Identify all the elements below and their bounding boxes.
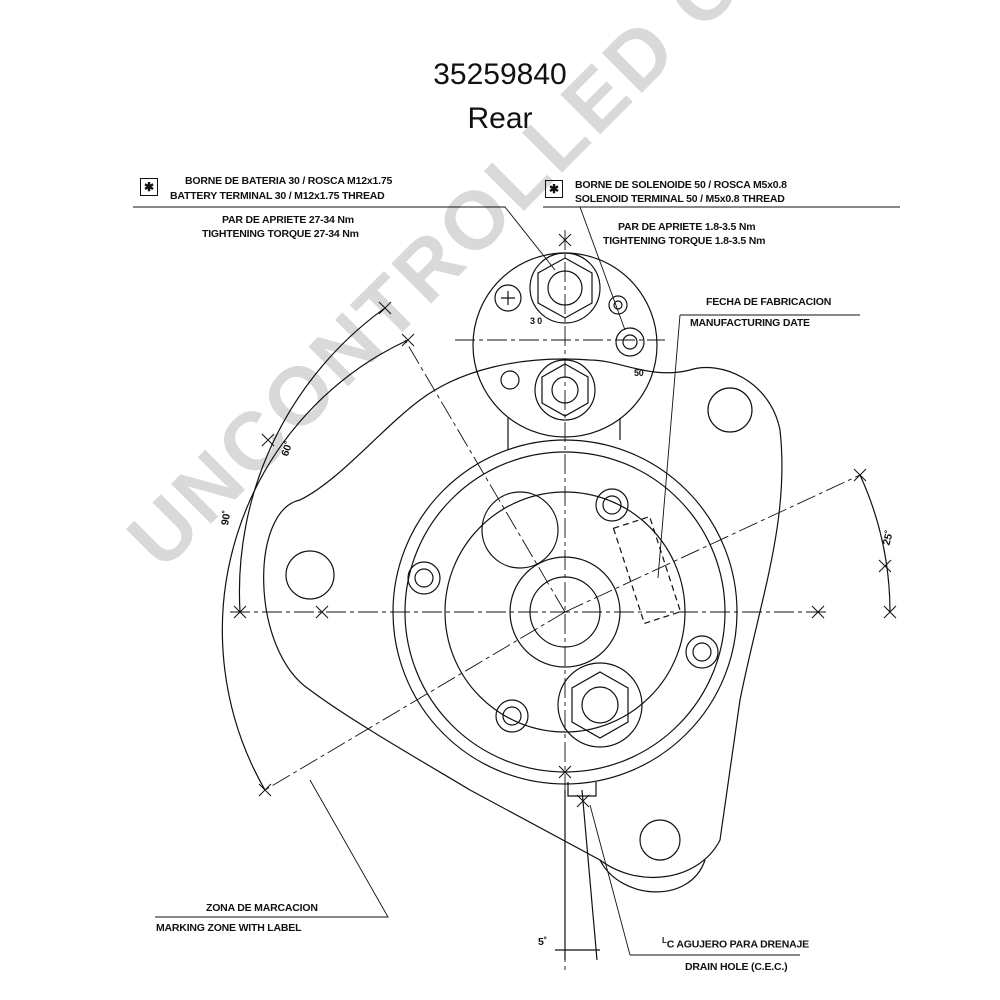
dim-arc-25 xyxy=(859,474,891,613)
terminal-30-label: 3 0 xyxy=(530,316,542,326)
bolt-upper-right-inner xyxy=(602,495,622,515)
solenoid-label-es: BORNE DE SOLENOIDE 50 / ROSCA M5x0.8 xyxy=(575,179,787,191)
dim-arc-60 xyxy=(221,339,409,791)
mounting-ear-lower xyxy=(599,859,706,893)
solenoid-50-terminal-outer xyxy=(615,327,645,357)
solenoid-50-small xyxy=(608,295,628,315)
bolt-lower-left-inner xyxy=(502,706,522,726)
centerline-60deg xyxy=(404,339,566,613)
battery-label-en: BATTERY TERMINAL 30 / M12x1.75 THREAD xyxy=(170,190,385,202)
bolt-right-inner xyxy=(692,642,712,662)
battery-torque-es: PAR DE APRIETE 27-34 Nm xyxy=(222,214,354,226)
leader-battery xyxy=(133,206,556,271)
dim-ext-5b xyxy=(581,789,598,961)
terminal-lower-washer xyxy=(557,662,643,748)
solenoid-50-terminal-inner xyxy=(622,334,638,350)
date-window xyxy=(612,515,682,625)
terminal-lower-stud xyxy=(581,686,619,724)
battery-label-es: BORNE DE BATERIA 30 / ROSCA M12x1.75 xyxy=(185,175,393,187)
solenoid-torque-en: TIGHTENING TORQUE 1.8-3.5 Nm xyxy=(603,235,766,247)
solenoid-label-en: SOLENOID TERMINAL 50 / M5x0.8 THREAD xyxy=(575,193,785,205)
mounting-hole-left xyxy=(285,550,335,600)
centerline-25deg xyxy=(564,474,861,613)
bolt-lower-left xyxy=(495,699,529,733)
bolt-left-inner xyxy=(414,568,434,588)
mounting-hole-bottom xyxy=(639,819,681,861)
battery-terminal-washer xyxy=(529,252,601,324)
solenoid-small-screw xyxy=(500,370,520,390)
dim-5-label: 5˚ xyxy=(538,936,547,948)
terminal-50-label: 50 xyxy=(634,368,644,378)
mfg-date-en: MANUFACTURING DATE xyxy=(690,317,810,329)
solenoid-torque-es: PAR DE APRIETE 1.8-3.5 Nm xyxy=(618,221,756,233)
battery-torque-en: TIGHTENING TORQUE 27-34 Nm xyxy=(202,228,359,240)
drain-hole-es: LC AGUJERO PARA DRENAJE xyxy=(662,936,809,951)
leader-marking xyxy=(155,779,389,918)
drain-hole-en: DRAIN HOLE (C.E.C.) xyxy=(685,961,788,973)
view-title: Rear xyxy=(467,102,533,135)
asterisk-icon: ✱ xyxy=(545,180,563,198)
drain-notch xyxy=(567,782,597,797)
centerline-symbol: C xyxy=(666,938,675,951)
mounting-hole-right-top xyxy=(707,387,753,433)
asterisk-icon: ✱ xyxy=(140,178,158,196)
terminal-lower-nut xyxy=(571,671,629,739)
boss-upper xyxy=(481,491,559,569)
drain-hole-es-text: AGUJERO PARA DRENAJE xyxy=(676,938,809,951)
mounting-flange-outline xyxy=(263,358,783,879)
solenoid-50-small-inner xyxy=(613,300,623,310)
phillips-cross xyxy=(501,291,515,305)
leader-solenoid-diag xyxy=(579,206,626,331)
bolt-upper-right xyxy=(595,488,629,522)
leader-drain-diag xyxy=(589,804,631,956)
centerline-marking xyxy=(264,611,566,791)
solenoid-neck xyxy=(507,418,621,450)
part-number: 35259840 xyxy=(433,58,567,91)
marking-zone-en: MARKING ZONE WITH LABEL xyxy=(156,922,302,934)
dim-90-label: 90˚ xyxy=(219,509,234,527)
bolt-left xyxy=(407,561,441,595)
marking-zone-es: ZONA DE MARCACION xyxy=(206,902,318,914)
bolt-right xyxy=(685,635,719,669)
leader-mfg-diag xyxy=(657,314,681,579)
phillips-screw xyxy=(494,284,522,312)
dim-arc-90 xyxy=(238,307,386,613)
mfg-date-es: FECHA DE FABRICACION xyxy=(706,296,832,308)
